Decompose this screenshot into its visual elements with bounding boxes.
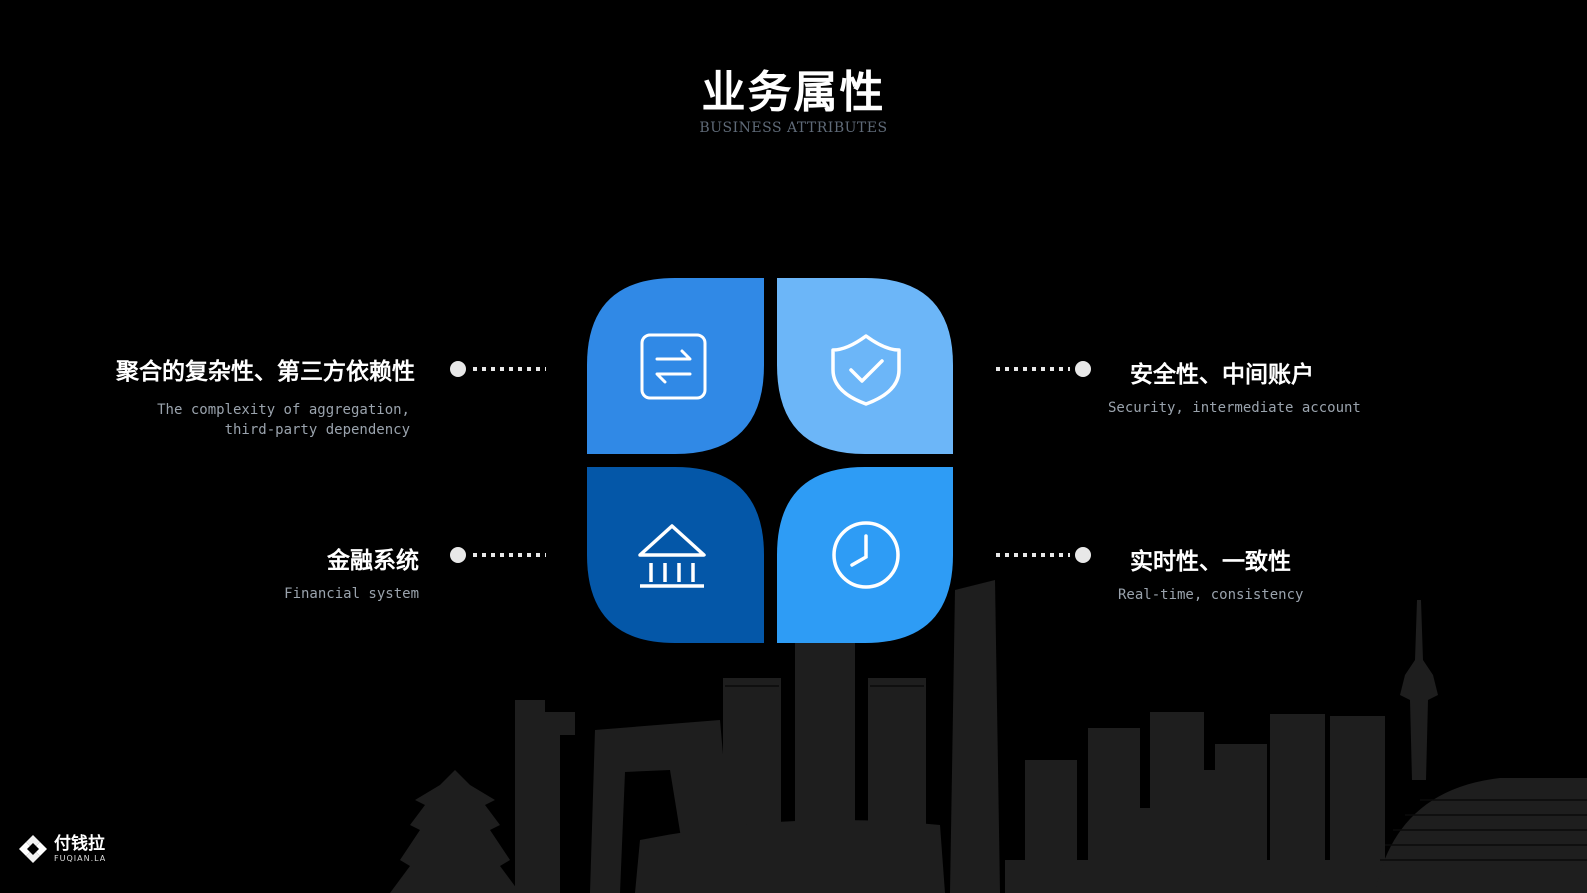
- brand-diamond-icon: [19, 835, 47, 863]
- bank-icon: [638, 524, 706, 588]
- attribute-title-realtime: 实时性、一致性: [1130, 549, 1291, 575]
- petal-top-left: [587, 278, 764, 454]
- connector-bottom-right: [996, 547, 1091, 563]
- clock-icon: [832, 521, 900, 589]
- attribute-desc-realtime: Real-time, consistency: [1118, 587, 1304, 603]
- exchange-arrows-icon: [640, 333, 707, 400]
- connector-top-right: [996, 361, 1091, 377]
- connector-bottom-left: [450, 547, 546, 563]
- brand-logo: 付钱拉 FUQIAN.LA: [18, 834, 106, 864]
- attribute-desc-aggregation: The complexity of aggregation, third-par…: [157, 402, 410, 438]
- page-subtitle: BUSINESS ATTRIBUTES: [699, 120, 888, 136]
- attribute-title-security: 安全性、中间账户: [1130, 362, 1314, 388]
- page-title: 业务属性: [701, 67, 886, 118]
- brand-domain: FUQIAN.LA: [54, 853, 107, 863]
- petal-top-right: [777, 278, 953, 454]
- attribute-title-aggregation: 聚合的复杂性、第三方依赖性: [116, 359, 415, 385]
- connector-top-left: [450, 361, 546, 377]
- attribute-desc-security: Security, intermediate account: [1108, 400, 1361, 416]
- attribute-title-financial: 金融系统: [327, 548, 419, 574]
- shield-check-icon: [831, 334, 901, 406]
- attribute-desc-financial: Financial system: [284, 586, 419, 602]
- brand-name: 付钱拉: [54, 833, 105, 854]
